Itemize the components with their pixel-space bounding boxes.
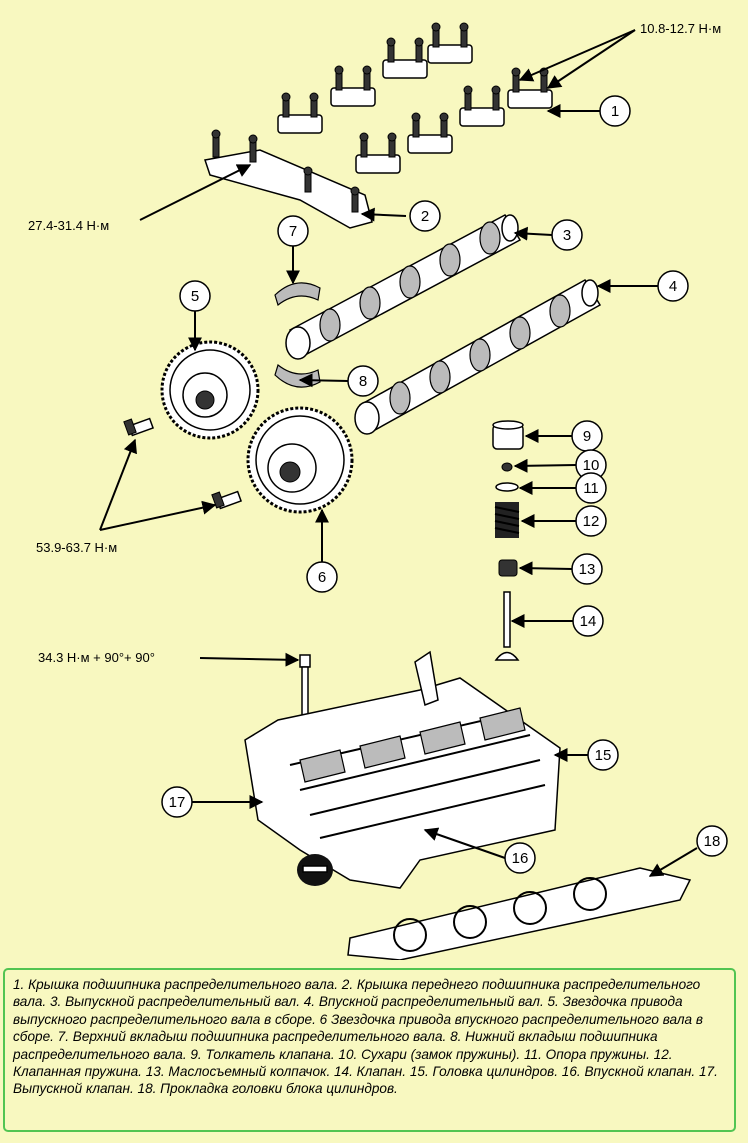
callout-1: 1 [599, 95, 631, 127]
svg-text:15: 15 [595, 747, 612, 764]
svg-text:10: 10 [583, 457, 600, 474]
callout-3: 3 [551, 219, 583, 251]
torque-label-sprocket-bolts: 53.9-63.7 Н·м [36, 540, 117, 555]
sprocket-bolt-upper [123, 417, 155, 437]
callout-14: 14 [572, 605, 604, 637]
engine-exploded-diagram: 10.8-12.7 Н·м 27.4-31.4 Н·м 53.9-63.7 Н·… [28, 21, 728, 960]
callout-13: 13 [571, 553, 603, 585]
svg-text:12: 12 [583, 513, 600, 530]
svg-text:11: 11 [583, 480, 599, 497]
valve-keepers [501, 462, 513, 472]
callout-18: 18 [696, 825, 728, 857]
callout-16: 16 [504, 842, 536, 874]
svg-text:3: 3 [563, 227, 571, 244]
svg-text:18: 18 [704, 833, 721, 850]
svg-text:7: 7 [289, 223, 297, 240]
valve [494, 591, 520, 661]
callout-2: 2 [409, 200, 441, 232]
callout-12: 12 [575, 505, 607, 537]
head-gasket [347, 867, 692, 960]
svg-text:16: 16 [512, 850, 529, 867]
exhaust-cam-sprocket [160, 340, 260, 440]
valve-lifter [492, 420, 524, 450]
callout-17: 17 [161, 786, 193, 818]
torque-label-head-bolts: 34.3 Н·м + 90°+ 90° [38, 650, 155, 665]
intake-cam-sprocket [246, 406, 354, 514]
svg-text:1: 1 [611, 103, 619, 120]
leader-lines [99, 29, 698, 877]
svg-text:17: 17 [169, 794, 186, 811]
svg-text:8: 8 [359, 373, 367, 390]
caption-box: 1. Крышка подшипника распределительного … [3, 968, 736, 1132]
valve-stem-seal [498, 559, 518, 577]
callout-4: 4 [657, 270, 689, 302]
intake-camshaft [354, 278, 602, 435]
torque-label-front-cap-bolts: 27.4-31.4 Н·м [28, 218, 109, 233]
camshaft-bearing-caps [277, 22, 553, 174]
callout-9: 9 [571, 420, 603, 452]
callout-15: 15 [587, 739, 619, 771]
callout-8: 8 [347, 365, 379, 397]
svg-text:9: 9 [583, 428, 591, 445]
valve-spring [494, 502, 520, 538]
callout-7: 7 [277, 215, 309, 247]
front-bearing-cap [204, 129, 373, 229]
caption-text: 1. Крышка подшипника распределительного … [13, 977, 718, 1097]
svg-text:2: 2 [421, 208, 429, 225]
svg-text:4: 4 [669, 278, 677, 295]
callout-5: 5 [179, 280, 211, 312]
svg-text:5: 5 [191, 288, 199, 305]
spring-retainer [495, 482, 519, 492]
lower-bearing-shell [274, 363, 321, 388]
svg-text:14: 14 [580, 613, 597, 630]
svg-text:6: 6 [318, 569, 326, 586]
callout-6: 6 [306, 561, 338, 593]
torque-label-cap-bolts: 10.8-12.7 Н·м [640, 21, 721, 36]
callout-11: 11 [575, 472, 607, 504]
upper-bearing-shell [274, 282, 321, 307]
sprocket-bolt-lower [211, 490, 243, 510]
cylinder-head [244, 650, 561, 889]
svg-text:13: 13 [579, 561, 596, 578]
